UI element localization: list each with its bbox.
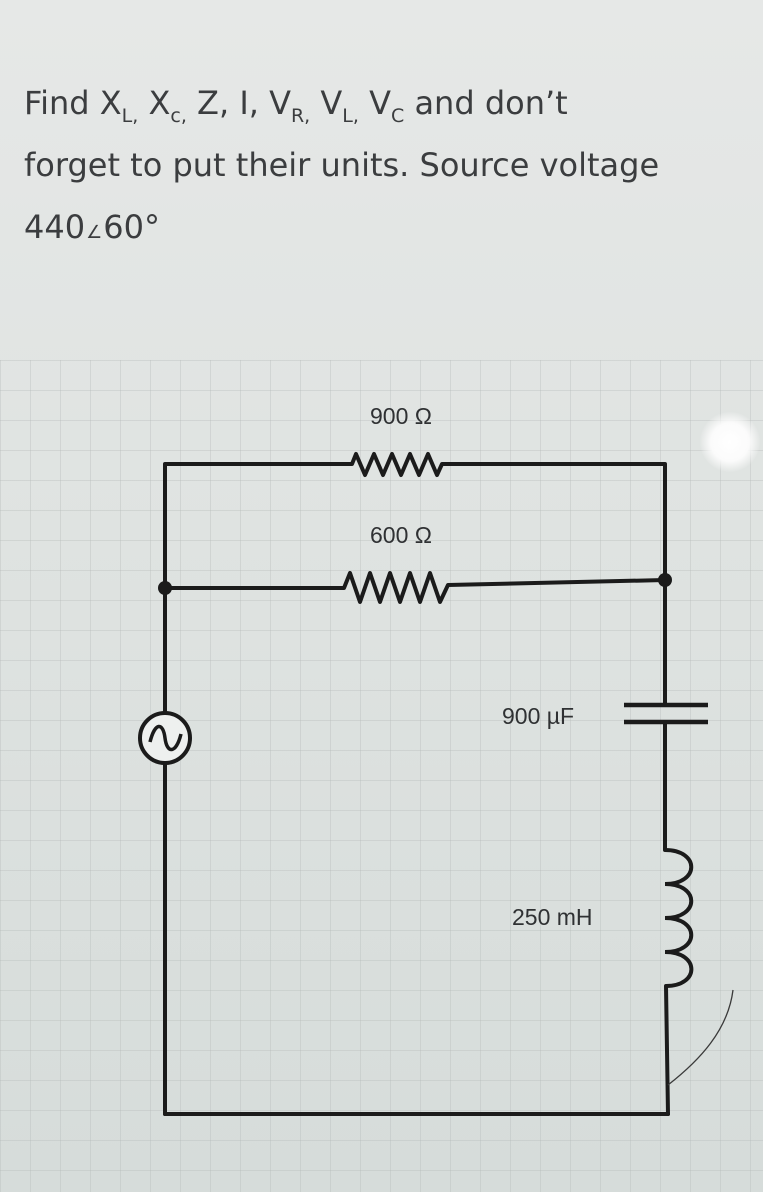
problem-statement: Find XL, Xc, Z, I, VR, VL, VC and don’t … [24, 72, 744, 264]
xc-text: X [138, 84, 171, 122]
find-text: Find X [24, 84, 122, 122]
z-i-v-text: Z, I, V [186, 84, 291, 122]
question-line-2: forget to put their units. Source voltag… [24, 146, 660, 184]
capacitor-symbol [624, 702, 708, 725]
voltage-magnitude: 440 [24, 208, 86, 246]
wire-inductor-to-bottom [664, 984, 670, 1116]
angle-symbol: ∠ [86, 222, 103, 243]
inductor-label: 250 mH [512, 904, 593, 930]
vc-subscript: C [390, 105, 405, 127]
capacitor-label: 900 µF [502, 703, 574, 729]
wire-middle-branch [163, 571, 667, 604]
graph-paper-background [0, 360, 763, 1192]
vc-text: V [358, 84, 391, 122]
resistor-600-label: 600 Ω [370, 522, 432, 548]
voltage-phase: 60° [103, 208, 160, 246]
xc-subscript: c, [170, 105, 187, 127]
pen-mark [667, 989, 734, 1086]
light-glare [700, 412, 760, 472]
junction-right [658, 573, 672, 587]
resistor-900-label: 900 Ω [370, 403, 432, 429]
wire-top-branch [163, 452, 667, 590]
junction-left [158, 581, 172, 595]
vr-subscript: R, [290, 105, 311, 127]
inductor-symbol [664, 848, 694, 988]
source-voltage-value: 440∠60° [24, 196, 744, 264]
ac-source-symbol [138, 711, 192, 765]
xl-subscript: L, [121, 105, 139, 127]
and-dont-text: and don’t [404, 84, 568, 122]
question-line-1: Find XL, Xc, Z, I, VR, VL, VC and don’t [24, 72, 744, 134]
vl-text: V [310, 84, 343, 122]
vl-subscript: L, [342, 105, 359, 127]
